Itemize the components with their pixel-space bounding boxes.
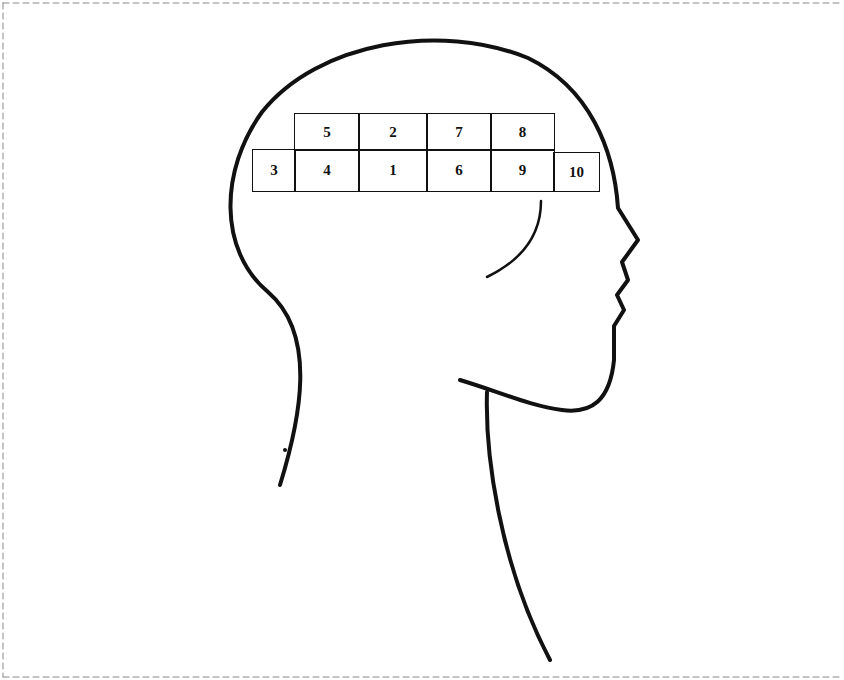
- cell-number: 8: [519, 125, 527, 140]
- head-outline: [230, 40, 638, 485]
- dot: [283, 448, 287, 452]
- grid-cell: 4: [294, 149, 360, 192]
- cell-number: 9: [519, 163, 527, 178]
- grid-cell: 6: [426, 149, 492, 192]
- grid-cell: 9: [490, 149, 555, 192]
- cell-number: 3: [270, 163, 278, 178]
- cell-number: 6: [455, 163, 463, 178]
- cell-number: 4: [323, 163, 331, 178]
- grid-cell: 1: [358, 149, 428, 192]
- neck-front: [487, 392, 550, 660]
- cell-number: 5: [323, 125, 331, 140]
- cell-number: 2: [389, 125, 397, 140]
- cell-number: 1: [389, 163, 397, 178]
- grid-cell: 7: [426, 113, 492, 151]
- frame-border: [3, 3, 841, 677]
- grid-cell: 2: [358, 113, 428, 151]
- cell-number: 10: [569, 165, 584, 180]
- cell-number: 7: [455, 125, 463, 140]
- grid-cell: 8: [490, 113, 555, 151]
- grid-cell: 5: [294, 113, 360, 151]
- grid-cell: 3: [252, 149, 296, 192]
- ear-line: [487, 201, 541, 277]
- grid-cell: 10: [553, 152, 600, 192]
